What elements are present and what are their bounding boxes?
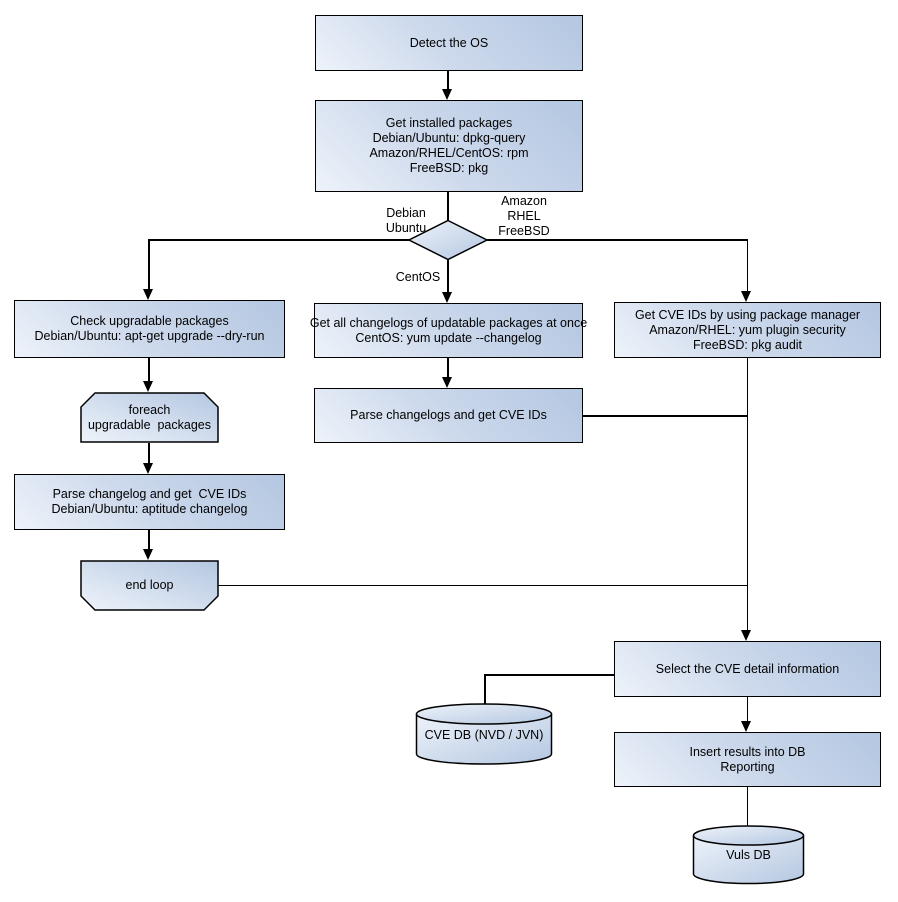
node-label: Amazon/RHEL/CentOS: rpm — [369, 146, 529, 160]
node-end-loop: end loop — [80, 560, 219, 611]
connector-line — [148, 530, 150, 550]
arrowhead — [442, 292, 452, 303]
connector-line — [746, 239, 748, 292]
node-label: Vuls DB — [726, 848, 771, 862]
node-label: FreeBSD: pkg audit — [692, 337, 803, 352]
arrowhead — [442, 89, 452, 100]
node-label: Debian/Ubuntu: apt-get upgrade --dry-run — [34, 329, 265, 343]
node-parse-changelog-left: Parse changelog and get CVE IDs Debian/U… — [14, 474, 285, 530]
node-label: Parse changelog and get CVE IDs — [52, 487, 247, 501]
connector-line — [148, 443, 150, 464]
node-get-installed-packages: Get installed packages Debian/Ubuntu: dp… — [315, 100, 583, 192]
connector-line — [447, 358, 449, 378]
connector-line — [746, 787, 748, 828]
node-label: Select the CVE detail information — [655, 661, 840, 676]
arrowhead — [741, 291, 751, 302]
node-label: Parse changelogs and get CVE IDs — [350, 408, 547, 422]
node-label: end loop — [125, 578, 174, 592]
connector-line — [148, 239, 150, 290]
node-label: Amazon/RHEL: yum plugin security — [649, 322, 846, 337]
node-get-cve-ids-right: Get CVE IDs by using package manager Ama… — [614, 302, 881, 358]
node-foreach-loop-begin: foreach upgradable packages — [80, 392, 219, 443]
arrowhead — [741, 721, 751, 732]
connector-line — [447, 259, 449, 293]
connector-line — [218, 584, 748, 586]
connector-line — [746, 358, 748, 631]
connector-line — [487, 239, 748, 241]
node-label: Detect the OS — [409, 35, 489, 50]
node-label: FreeBSD: pkg — [409, 161, 489, 175]
node-label: Get all changelogs of updatable packages… — [309, 315, 588, 330]
connector-line — [746, 697, 748, 722]
arrowhead — [143, 463, 153, 474]
node-label: Insert results into DB — [689, 744, 806, 759]
arrowhead — [442, 377, 452, 388]
arrowhead — [143, 549, 153, 560]
node-select-cve-detail: Select the CVE detail information — [614, 641, 881, 697]
node-label: Debian/Ubuntu: dpkg-query — [372, 131, 526, 145]
node-insert-results: Insert results into DB Reporting — [614, 732, 881, 787]
connector-line — [447, 192, 449, 221]
node-check-upgradable-packages: Check upgradable packages Debian/Ubuntu:… — [14, 300, 285, 358]
arrowhead — [741, 630, 751, 641]
node-label: CentOS: yum update --changelog — [355, 330, 542, 345]
arrowhead — [143, 289, 153, 300]
node-detect-os: Detect the OS — [315, 15, 583, 71]
connector-line — [148, 358, 150, 382]
edge-label-amazon-rhel-freebsd: Amazon RHEL FreeBSD — [498, 194, 550, 238]
node-label: Get CVE IDs by using package manager — [634, 307, 861, 322]
connector-line — [484, 674, 614, 676]
connector-line — [149, 239, 409, 241]
connector-line — [583, 415, 748, 417]
node-parse-changelogs-mid: Parse changelogs and get CVE IDs — [314, 388, 583, 443]
node-os-decision-diamond — [407, 219, 489, 261]
edge-label-centos: CentOS — [395, 270, 441, 284]
node-cve-db-cylinder: CVE DB (NVD / JVN) — [415, 703, 553, 765]
node-label: CVE DB (NVD / JVN) — [424, 728, 544, 742]
edge-label-debian-ubuntu: Debian Ubuntu — [385, 206, 427, 235]
node-label: Debian/Ubuntu: aptitude changelog — [51, 502, 248, 516]
node-get-all-changelogs: Get all changelogs of updatable packages… — [310, 303, 587, 358]
node-vuls-db-cylinder: Vuls DB — [692, 825, 805, 885]
node-label: foreach upgradable packages — [87, 403, 211, 432]
node-label: Get installed packages — [385, 116, 513, 130]
node-label: Reporting — [720, 759, 775, 774]
connector-line — [484, 674, 486, 704]
arrowhead — [143, 381, 153, 392]
node-label: Check upgradable packages — [70, 314, 229, 328]
connector-line — [447, 71, 449, 91]
